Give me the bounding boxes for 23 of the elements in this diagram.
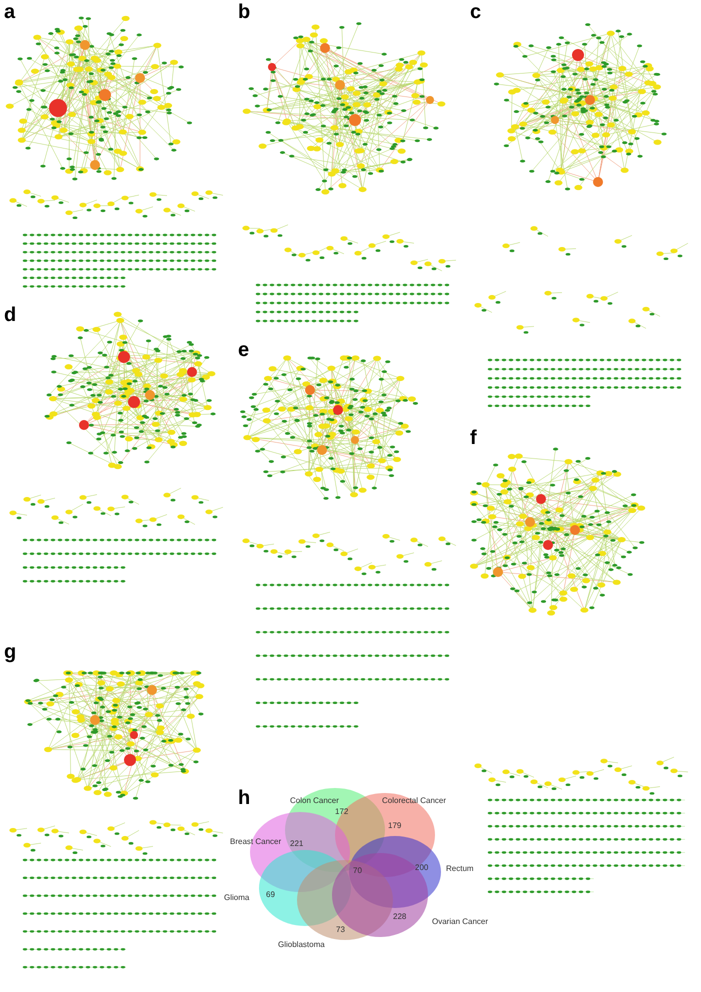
panel-letter: b <box>238 2 250 22</box>
panel-letter: a <box>4 2 16 22</box>
set-label: Colon Cancer <box>290 797 339 805</box>
set-label: Glioma <box>224 894 250 902</box>
count-label: 179 <box>388 822 402 830</box>
panel-letter: d <box>4 305 16 325</box>
set-label: Rectum <box>446 865 474 873</box>
count-label: 73 <box>336 926 345 934</box>
panel-letter: h <box>238 788 250 808</box>
count-label: 172 <box>335 808 348 816</box>
set-label: Breast Cancer <box>230 838 282 846</box>
panel-letter: f <box>470 428 477 448</box>
panel-letter: c <box>470 2 482 22</box>
set-label: Glioblastoma <box>278 941 325 949</box>
set-label: Ovarian Cancer <box>432 918 488 926</box>
count-label: 200 <box>415 864 428 872</box>
panel-letter: g <box>4 642 16 662</box>
count-label: 70 <box>353 867 362 875</box>
count-label: 221 <box>290 840 304 848</box>
count-label: 69 <box>266 891 275 899</box>
set-label: Colorectal Cancer <box>382 797 446 805</box>
count-label: 228 <box>393 913 406 921</box>
panel-letter: e <box>238 340 250 360</box>
